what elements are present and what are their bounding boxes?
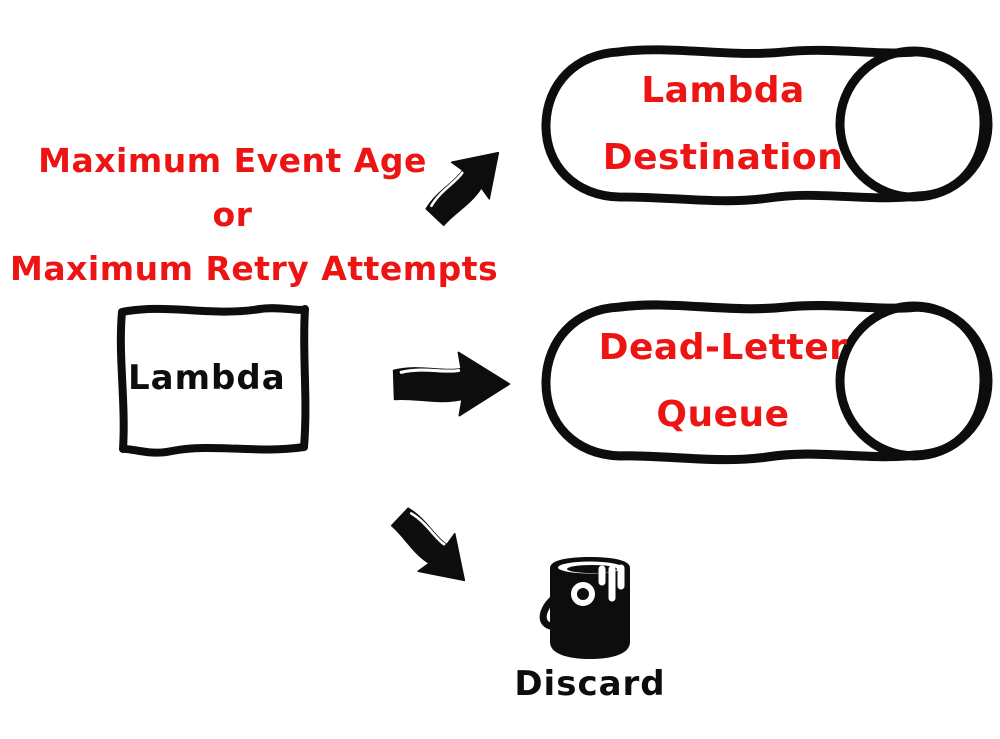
hand-drawn-rectangle xyxy=(116,304,310,457)
discard-label: Discard xyxy=(514,664,666,704)
paint-bucket-icon xyxy=(536,556,636,666)
lambda-source-box: Lambda xyxy=(112,298,313,458)
cylinder-lambda-destination: Lambda Destination xyxy=(533,42,997,206)
dead-letter-queue-label-line2: Queue xyxy=(656,394,790,435)
lambda-source-label: Lambda xyxy=(128,358,286,398)
hand-drawn-cylinder xyxy=(541,300,993,465)
lambda-destination-label-line2: Destination xyxy=(602,137,844,178)
arrow-up-right-icon xyxy=(411,130,521,240)
arrow-right-icon xyxy=(390,348,512,420)
hand-drawn-cylinder xyxy=(541,45,993,206)
annotation-line-2: or xyxy=(212,195,253,234)
dead-letter-queue-label-line1: Dead-Letter xyxy=(598,327,848,368)
annotation-line-1: Maximum Event Age xyxy=(38,141,427,180)
annotation-line-3: Maximum Retry Attempts xyxy=(10,249,499,288)
cylinder-dead-letter-queue: Dead-Letter Queue xyxy=(533,297,997,465)
failure-condition-annotation: Maximum Event Age or Maximum Retry Attem… xyxy=(10,134,499,296)
lambda-destination-label-line1: Lambda xyxy=(641,70,805,111)
arrow-down-right-icon xyxy=(377,493,487,603)
